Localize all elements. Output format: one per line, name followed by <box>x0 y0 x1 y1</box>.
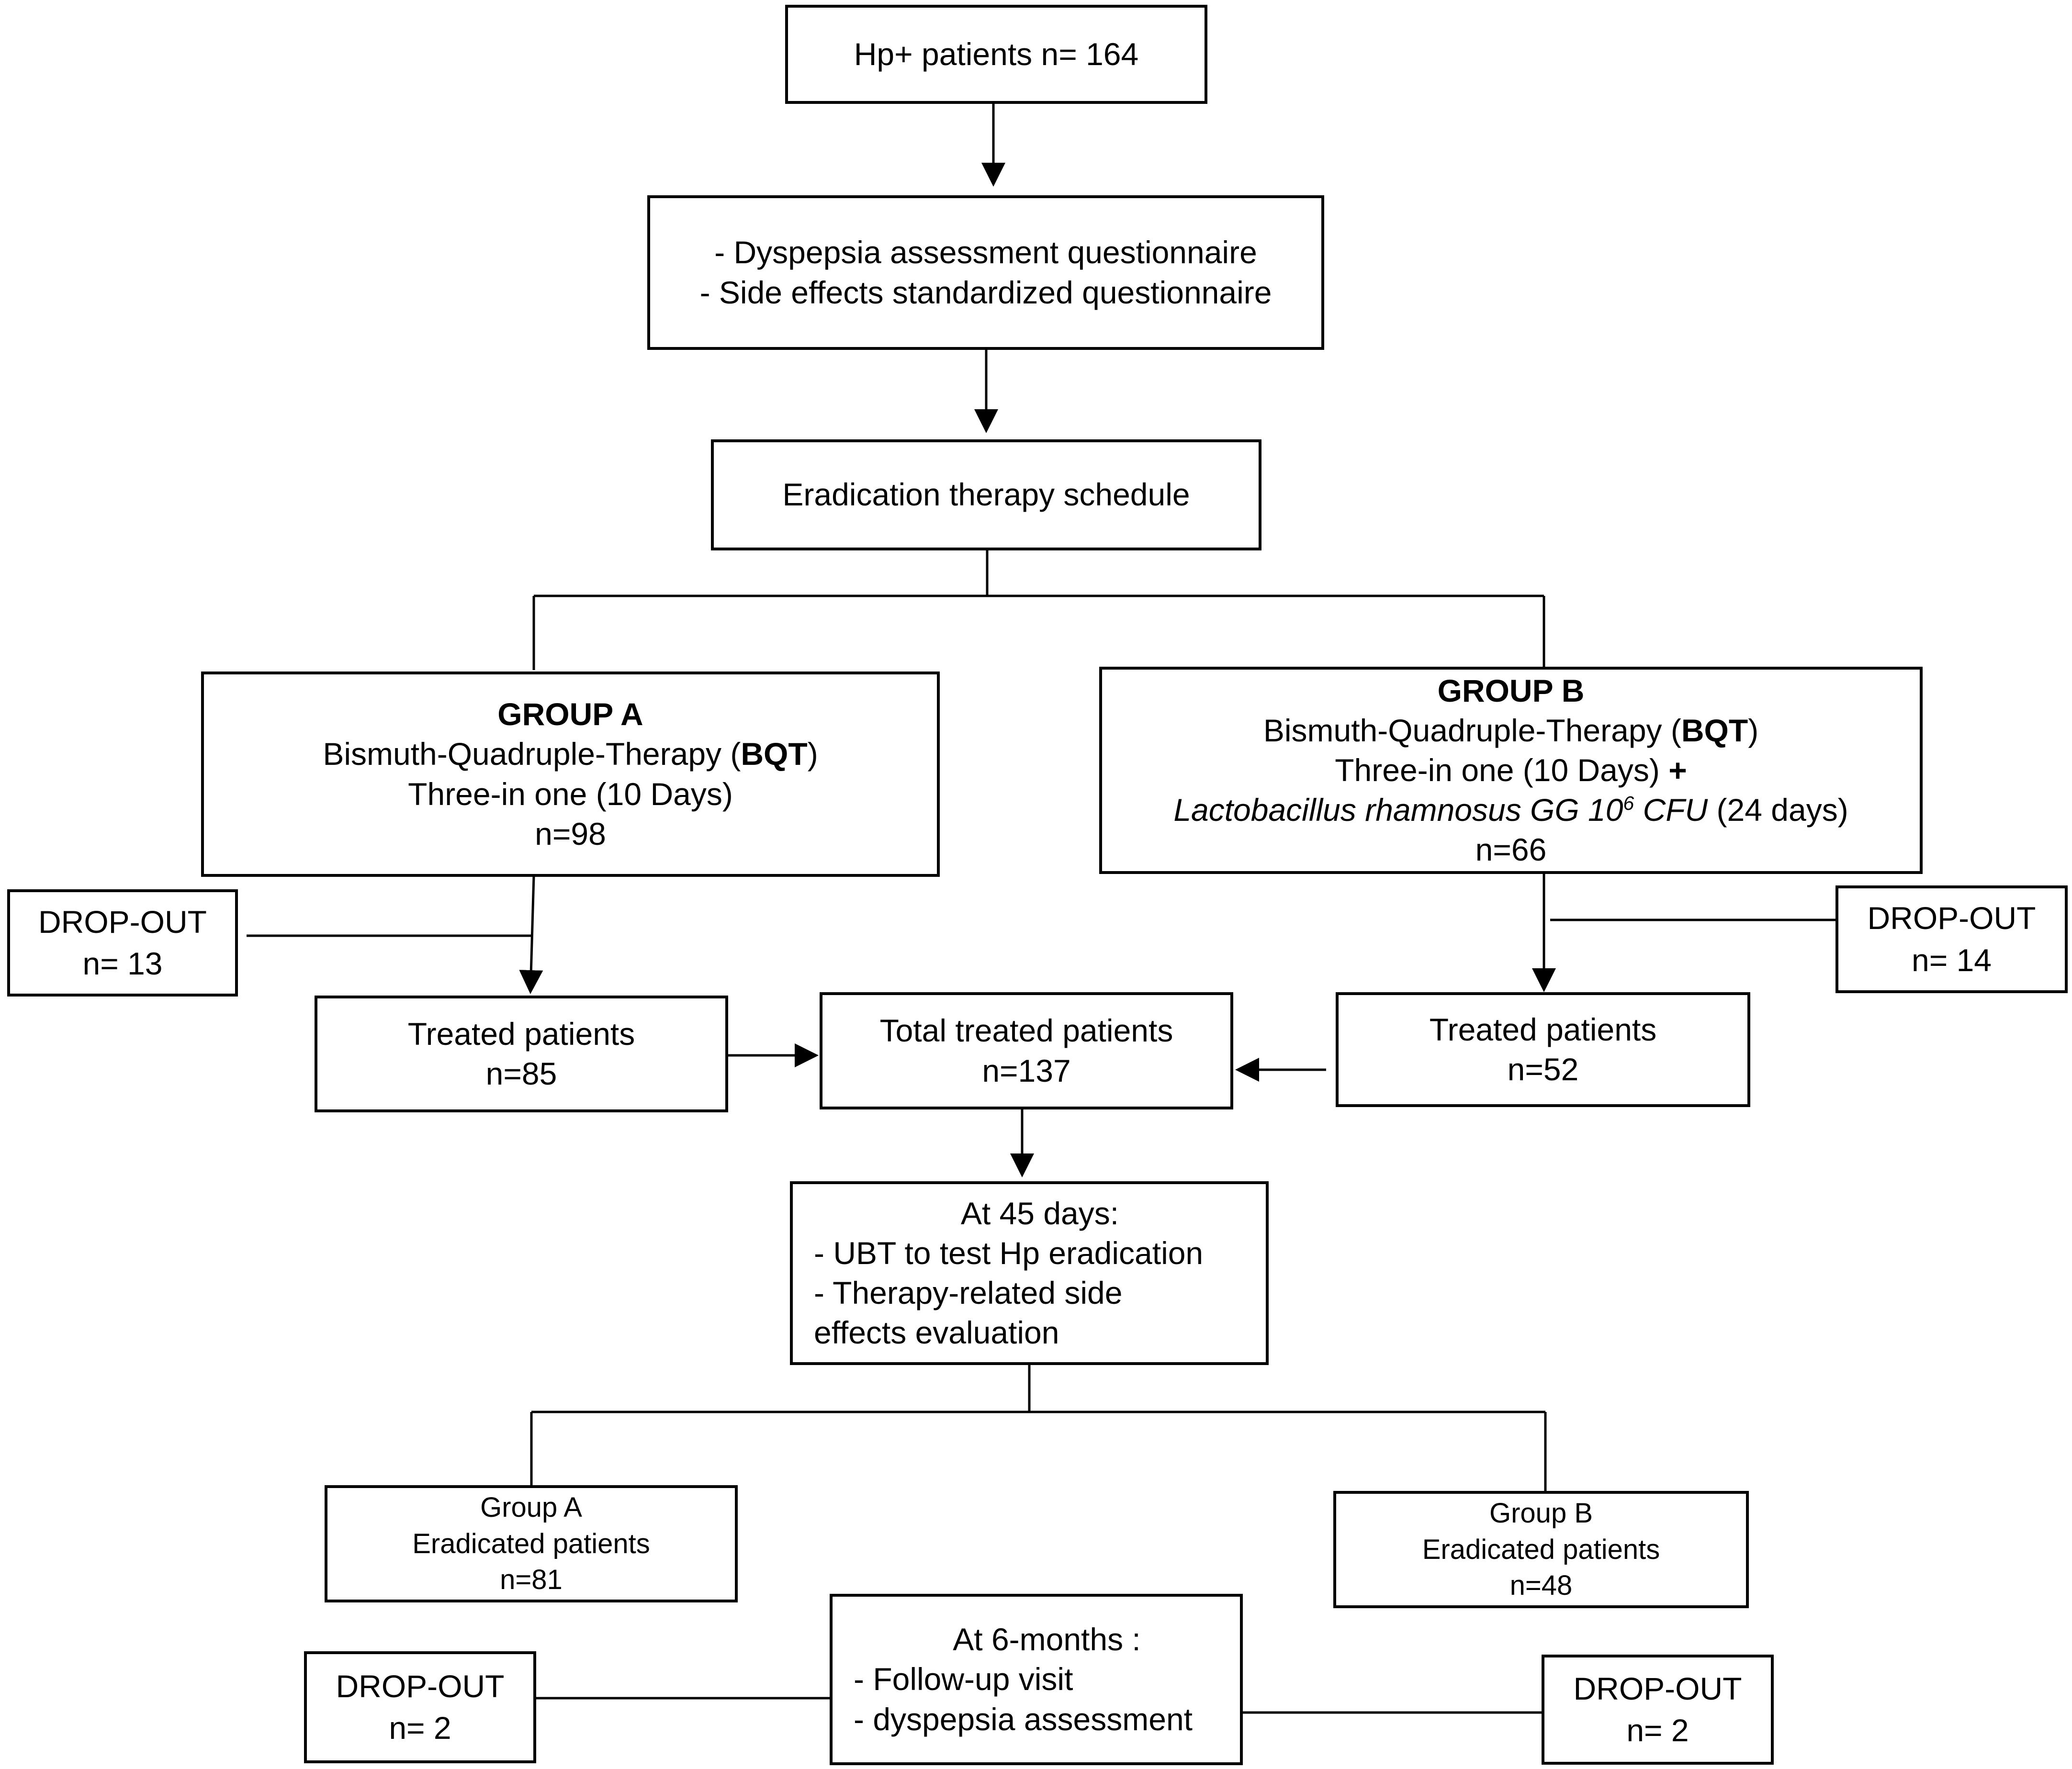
treated-total-n: n=137 <box>982 1052 1071 1088</box>
month6-dyspepsia: - dyspepsia assessment <box>854 1701 1193 1737</box>
treated-a-label: Treated patients <box>407 1016 635 1052</box>
month6-header: At 6-months : <box>953 1622 1141 1657</box>
group-b-duration: Three-in one (10 Days) + <box>1335 750 1687 790</box>
day45-box: At 45 days: - UBT to test Hp eradication… <box>790 1181 1269 1365</box>
dropout-a-n: n= 13 <box>82 946 163 981</box>
group-a-therapy-prefix: Bismuth-Quadruple-Therapy ( <box>323 736 741 772</box>
start-box: Hp+ patients n= 164 <box>785 5 1207 104</box>
day45-ubt: - UBT to test Hp eradication <box>814 1235 1204 1271</box>
treated-b-box: Treated patients n=52 <box>1336 992 1750 1107</box>
group-b-n: n=66 <box>1475 832 1547 868</box>
group-b-probiotic-name: Lactobacillus rhamnosus GG 10 <box>1173 792 1623 828</box>
dropout-d-box: DROP-OUT n= 2 <box>1542 1655 1774 1765</box>
eradicated-b-label: Eradicated patients <box>1422 1534 1660 1565</box>
eradicated-a-box: Group A Eradicated patients n=81 <box>325 1485 738 1602</box>
group-a-n: n=98 <box>535 816 606 851</box>
eradicated-b-box: Group B Eradicated patients n=48 <box>1333 1491 1749 1608</box>
day45-side-effects-cont: effects evaluation <box>814 1315 1059 1351</box>
dropout-b-n: n= 14 <box>1912 942 1992 978</box>
eradication-schedule-box: Eradication therapy schedule <box>711 439 1261 550</box>
group-b-probiotic: Lactobacillus rhamnosus GG 106 CFU (24 d… <box>1173 790 1848 830</box>
group-b-therapy-suffix: ) <box>1748 712 1759 748</box>
eradicated-b-group: Group B <box>1489 1498 1593 1529</box>
dropout-c-n: n= 2 <box>389 1710 451 1746</box>
treated-total-box: Total treated patients n=137 <box>820 992 1233 1109</box>
group-a-box: GROUP A Bismuth-Quadruple-Therapy (BQT) … <box>201 672 940 877</box>
treated-a-n: n=85 <box>485 1056 557 1091</box>
group-b-probiotic-exponent: 6 <box>1623 792 1634 815</box>
dropout-c-label: DROP-OUT <box>336 1668 505 1704</box>
eradicated-a-group: Group A <box>480 1492 582 1523</box>
questionnaire-dyspepsia: - Dyspepsia assessment questionnaire <box>714 235 1257 270</box>
dropout-b-label: DROP-OUT <box>1867 900 2036 936</box>
group-a-duration: Three-in one (10 Days) <box>408 776 733 812</box>
treated-a-box: Treated patients n=85 <box>315 996 728 1112</box>
arrow-group-a-to-treated <box>519 875 543 994</box>
group-b-plus: + <box>1668 752 1687 788</box>
dropout-a-box: DROP-OUT n= 13 <box>7 889 238 996</box>
treated-total-label: Total treated patients <box>879 1013 1173 1049</box>
group-b-therapy-prefix: Bismuth-Quadruple-Therapy ( <box>1263 712 1681 748</box>
month6-follow-up: - Follow-up visit <box>854 1661 1073 1697</box>
group-b-title: GROUP B <box>1437 672 1585 708</box>
dropout-b-box: DROP-OUT n= 14 <box>1836 885 2068 993</box>
dropout-d-label: DROP-OUT <box>1573 1670 1742 1706</box>
eradicated-a-n: n=81 <box>500 1564 563 1596</box>
group-a-therapy: Bismuth-Quadruple-Therapy (BQT) <box>323 734 818 774</box>
group-b-box: GROUP B Bismuth-Quadruple-Therapy (BQT) … <box>1099 667 1923 874</box>
group-a-title: GROUP A <box>497 696 643 732</box>
day45-side-effects: - Therapy-related side <box>814 1275 1123 1310</box>
group-a-therapy-suffix: ) <box>807 736 818 772</box>
treated-b-n: n=52 <box>1507 1052 1579 1087</box>
start-label: Hp+ patients n= 164 <box>854 36 1139 72</box>
questionnaires-box: - Dyspepsia assessment questionnaire - S… <box>647 195 1324 350</box>
month6-box: At 6-months : - Follow-up visit - dyspep… <box>830 1594 1243 1765</box>
questionnaire-side-effects: - Side effects standardized questionnair… <box>699 274 1272 310</box>
dropout-c-box: DROP-OUT n= 2 <box>304 1651 536 1763</box>
day45-header: At 45 days: <box>960 1195 1119 1231</box>
group-b-duration-text: Three-in one (10 Days) <box>1335 752 1669 788</box>
group-b-probiotic-duration: (24 days) <box>1708 792 1848 828</box>
group-b-therapy-abbrev: BQT <box>1681 712 1748 748</box>
group-a-therapy-abbrev: BQT <box>741 736 808 772</box>
group-b-probiotic-unit: CFU <box>1634 792 1708 828</box>
dropout-a-label: DROP-OUT <box>38 904 207 940</box>
group-b-therapy: Bismuth-Quadruple-Therapy (BQT) <box>1263 711 1758 750</box>
treated-b-label: Treated patients <box>1429 1011 1657 1047</box>
dropout-d-n: n= 2 <box>1626 1713 1689 1748</box>
eradicated-b-n: n=48 <box>1509 1570 1573 1601</box>
schedule-label: Eradication therapy schedule <box>782 477 1190 513</box>
eradicated-a-label: Eradicated patients <box>412 1528 650 1559</box>
